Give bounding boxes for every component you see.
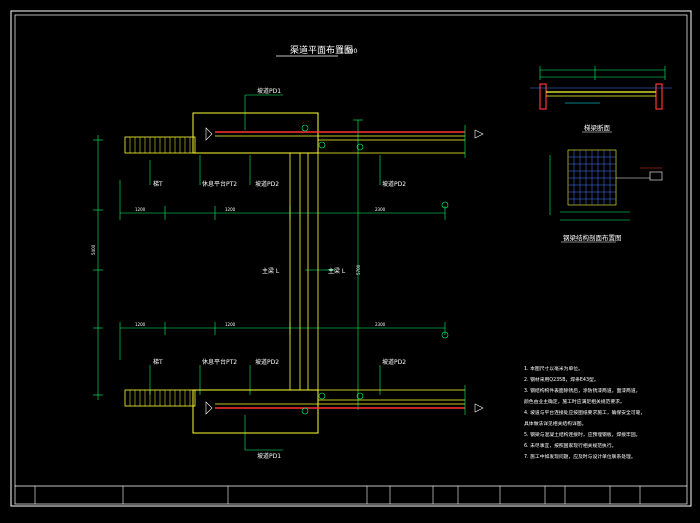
top-left-arrow-icon xyxy=(205,127,213,141)
bottom-arrow-icon xyxy=(474,403,484,413)
note-2: 2. 钢材采用Q235B，焊条E43型。 xyxy=(524,376,599,383)
label-top-pd1: 坡道PD1 xyxy=(257,87,281,95)
dimension-texts: 1200 1200 2300 1200 1200 2300 5400 5700 xyxy=(91,207,386,327)
drawing-border xyxy=(10,10,692,507)
label-bottom-pd1: 坡道PD1 xyxy=(257,452,281,460)
note-7: 5. 钢梁与混凝土结构连接时，应预埋钢板，焊接牢固。 xyxy=(524,431,640,438)
top-landing xyxy=(192,112,319,154)
dim-2: 1200 xyxy=(225,207,236,212)
note-1: 1. 本图尺寸以毫米为单位。 xyxy=(524,365,583,372)
title-block-cells xyxy=(34,486,641,504)
plan-scale: 1:500 xyxy=(340,48,357,55)
bottom-landing xyxy=(192,389,319,434)
dim-1: 1200 xyxy=(135,207,146,212)
note-9: 7. 施工中如发现问题，应及时与设计单位联系处理。 xyxy=(524,453,636,460)
dim-vert-right: 5700 xyxy=(356,264,361,275)
beam-section: 梯梁断面 xyxy=(530,66,672,133)
plan-title: 渠道平面布置图 xyxy=(290,44,353,56)
top-stair-treads xyxy=(129,137,191,153)
top-arrow-icon xyxy=(474,129,484,139)
note-5: 4. 坡道与平台连接处应按图纸要求施工，确保安全可靠， xyxy=(524,409,645,416)
label-main-right: 主梁 L xyxy=(328,267,346,275)
note-3: 3. 钢结构构件表面除锈后，涂防锈漆两道，面漆两道， xyxy=(524,387,640,394)
main-beams xyxy=(289,153,319,390)
label-bottom-pd2-right: 坡道PD2 xyxy=(382,358,406,366)
notes-block: 1. 本图尺寸以毫米为单位。 2. 钢材采用Q235B，焊条E43型。 3. 钢… xyxy=(524,365,645,460)
note-4: 颜色由业主确定，施工时应满足相关规范要求。 xyxy=(524,398,625,405)
dim-5: 1200 xyxy=(225,322,236,327)
label-main-left: 主梁 L xyxy=(262,267,280,275)
note-6: 具体做法详见相关结构详图。 xyxy=(524,420,586,427)
label-top-pd2-right: 坡道PD2 xyxy=(382,180,406,188)
bottom-stair-treads xyxy=(129,390,191,406)
plan-labels: 坡道PD1 坡道PD1 梯T 休息平台PT2 坡道PD2 坡道PD2 梯T 休息… xyxy=(153,87,406,460)
label-top-pd2-left: 坡道PD2 xyxy=(255,180,279,188)
inner-border xyxy=(14,14,688,505)
bottom-walkway xyxy=(124,385,484,434)
dim-3: 2300 xyxy=(375,207,386,212)
bottom-left-arrow-icon xyxy=(205,401,213,415)
label-top-platform: 休息平台PT2 xyxy=(202,180,237,188)
dim-vert: 5400 xyxy=(91,244,96,255)
dim-6: 2300 xyxy=(375,322,386,327)
detail-title: 钢梁结构剖面布置图 xyxy=(563,233,622,242)
top-walkway xyxy=(124,112,484,158)
label-bottom-stair: 梯T xyxy=(153,358,163,366)
label-bottom-pd2-left: 坡道PD2 xyxy=(255,358,279,366)
label-bottom-platform: 休息平台PT2 xyxy=(202,358,237,366)
label-top-stair: 梯T xyxy=(153,180,163,188)
dim-4: 1200 xyxy=(135,322,146,327)
note-8: 6. 未尽事宜，按照国家现行相关规范执行。 xyxy=(524,442,616,449)
section-title: 梯梁断面 xyxy=(584,123,611,132)
reinforcement-detail: 钢梁结构剖面布置图 xyxy=(549,149,663,243)
marker-circles xyxy=(301,124,449,415)
